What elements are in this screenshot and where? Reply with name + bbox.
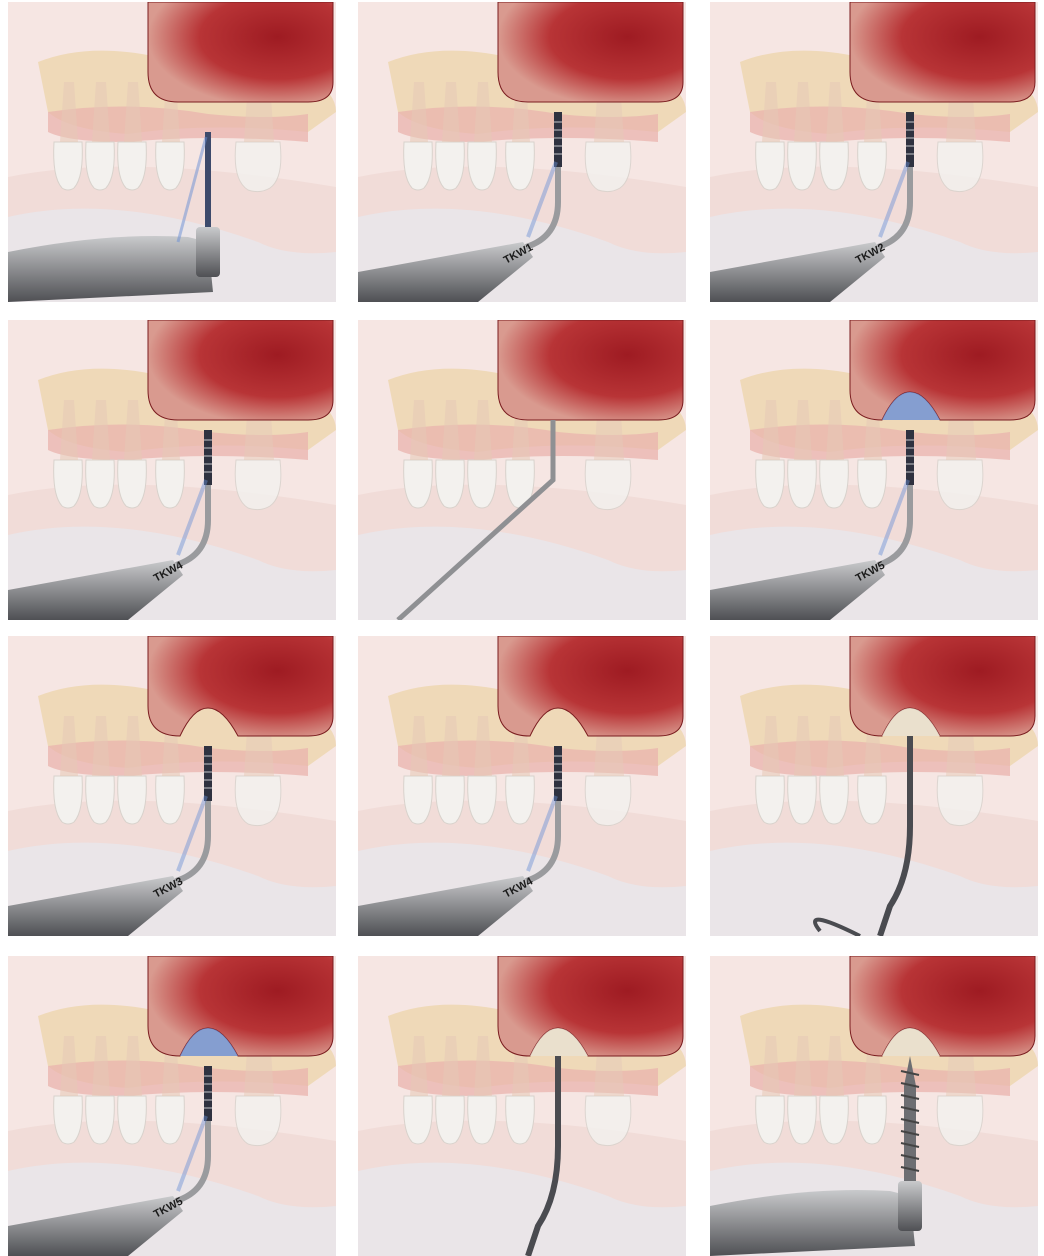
illustration-panel-step-3: TKW2 xyxy=(710,2,1038,302)
molar xyxy=(937,142,983,192)
molar xyxy=(585,1096,631,1146)
illustration-panel-step-10: TKW5 xyxy=(8,956,336,1256)
maxillary-sinus xyxy=(850,636,1035,736)
illustration-panel-step-12 xyxy=(710,956,1038,1256)
panel-art xyxy=(8,2,336,302)
molar xyxy=(937,460,983,510)
maxillary-sinus xyxy=(148,636,333,736)
panel-art: TKW1 xyxy=(358,2,686,302)
maxillary-sinus xyxy=(498,956,683,1056)
panel-art: TKW5 xyxy=(710,320,1038,620)
panel-art: TKW5 xyxy=(8,956,336,1256)
molar xyxy=(585,460,631,510)
insert-tip xyxy=(554,112,562,167)
maxillary-sinus xyxy=(498,320,683,420)
illustration-panel-step-8: TKW4 xyxy=(358,636,686,936)
molar xyxy=(235,142,281,192)
panel-art: TKW3 xyxy=(8,636,336,936)
illustration-panel-step-9 xyxy=(710,636,1038,936)
maxillary-sinus xyxy=(850,2,1035,102)
molar xyxy=(937,776,983,826)
panel-art xyxy=(710,956,1038,1256)
molar xyxy=(585,142,631,192)
illustration-panel-step-4: TKW4 xyxy=(8,320,336,620)
panel-art xyxy=(710,636,1038,936)
illustration-panel-step-6: TKW5 xyxy=(710,320,1038,620)
handpiece-head xyxy=(898,1181,922,1231)
handpiece-head xyxy=(196,227,220,277)
insert-tip xyxy=(554,746,562,801)
molar xyxy=(235,776,281,826)
molar xyxy=(937,1096,983,1146)
maxillary-sinus xyxy=(148,956,333,1056)
molar xyxy=(235,1096,281,1146)
panel-art: TKW4 xyxy=(8,320,336,620)
insert-tip xyxy=(906,112,914,167)
molar xyxy=(235,460,281,510)
panel-art xyxy=(358,956,686,1256)
illustration-panel-step-5 xyxy=(358,320,686,620)
maxillary-sinus xyxy=(498,636,683,736)
molar xyxy=(585,776,631,826)
insert-tip xyxy=(906,430,914,485)
illustration-panel-step-11 xyxy=(358,956,686,1256)
insert-tip xyxy=(204,746,212,801)
maxillary-sinus xyxy=(498,2,683,102)
panel-art: TKW4 xyxy=(358,636,686,936)
insert-tip xyxy=(204,430,212,485)
panel-art xyxy=(358,320,686,620)
maxillary-sinus xyxy=(148,320,333,420)
insert-tip xyxy=(204,1066,212,1121)
illustration-panel-step-2: TKW1 xyxy=(358,2,686,302)
illustration-panel-step-7: TKW3 xyxy=(8,636,336,936)
maxillary-sinus xyxy=(850,956,1035,1056)
drill-bit xyxy=(205,132,211,227)
panel-art: TKW2 xyxy=(710,2,1038,302)
illustration-panel-step-1 xyxy=(8,2,336,302)
maxillary-sinus xyxy=(850,320,1035,420)
maxillary-sinus xyxy=(148,2,333,102)
